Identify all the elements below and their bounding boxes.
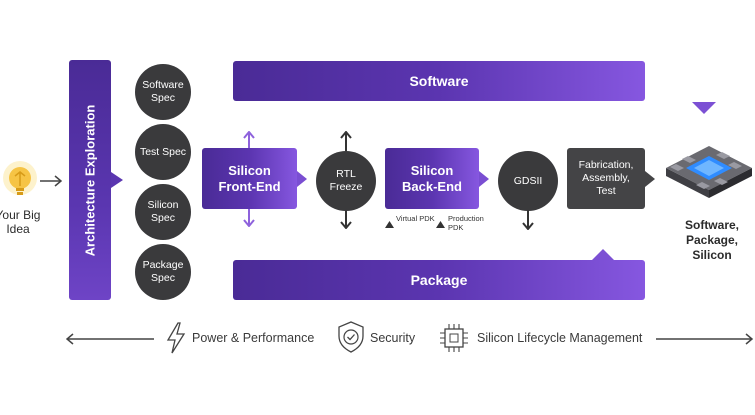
- spec-silicon: Silicon Spec: [135, 184, 191, 240]
- output-label: Software, Package, Silicon: [684, 218, 739, 262]
- package-bar: Package: [233, 260, 645, 300]
- microchip-icon: [438, 322, 470, 359]
- architecture-exploration-label: Architecture Exploration: [82, 104, 98, 256]
- architecture-exploration-block: Architecture Exploration: [69, 60, 111, 300]
- idea-label: Your Big Idea: [0, 208, 41, 236]
- security-label: Security: [370, 331, 416, 345]
- virtual-pdk-label: Virtual PDK: [396, 214, 435, 223]
- production-pdk-label: Production PDK: [448, 214, 484, 232]
- lightbulb-icon: [0, 160, 40, 204]
- package-bar-label: Package: [410, 272, 468, 288]
- double-arrow-vertical-icon: [340, 130, 352, 234]
- triangle-up-icon: [436, 215, 445, 233]
- software-bar-pointer: [692, 101, 716, 119]
- power-performance-label: Power & Performance: [192, 331, 315, 345]
- gdsii-milestone: GDSII: [498, 151, 558, 211]
- spec-test: Test Spec: [135, 124, 191, 180]
- spec-package: Package Spec: [135, 244, 191, 300]
- software-bar: Software: [233, 61, 645, 101]
- fabrication-pointer: [645, 171, 655, 187]
- silicon-front-end-label: Silicon Front-End: [218, 162, 281, 194]
- arch-pointer: [111, 172, 123, 188]
- lightning-icon: [166, 322, 186, 359]
- silicon-front-end-block: Silicon Front-End: [202, 148, 297, 209]
- back-end-pointer: [479, 171, 489, 187]
- triangle-up-icon: [385, 215, 394, 233]
- shield-check-icon: [338, 321, 364, 358]
- software-bar-label: Software: [409, 73, 469, 89]
- rtl-freeze-milestone: RTL Freeze: [316, 151, 376, 211]
- silicon-back-end-label: Silicon Back-End: [402, 162, 462, 194]
- spec-software: Software Spec: [135, 64, 191, 120]
- arrow-right-icon: [40, 174, 64, 192]
- arrow-right-icon: [656, 332, 754, 350]
- chip-icon: [662, 142, 755, 209]
- arrow-left-icon: [65, 332, 156, 350]
- fabrication-label: Fabrication, Assembly, Test: [578, 159, 634, 197]
- fabrication-block: Fabrication, Assembly, Test: [567, 148, 645, 209]
- front-end-pointer: [297, 171, 307, 187]
- lifecycle-label: Silicon Lifecycle Management: [477, 331, 643, 345]
- package-bar-pointer: [591, 248, 615, 266]
- arrow-down-icon: [522, 210, 534, 235]
- silicon-back-end-block: Silicon Back-End: [385, 148, 479, 209]
